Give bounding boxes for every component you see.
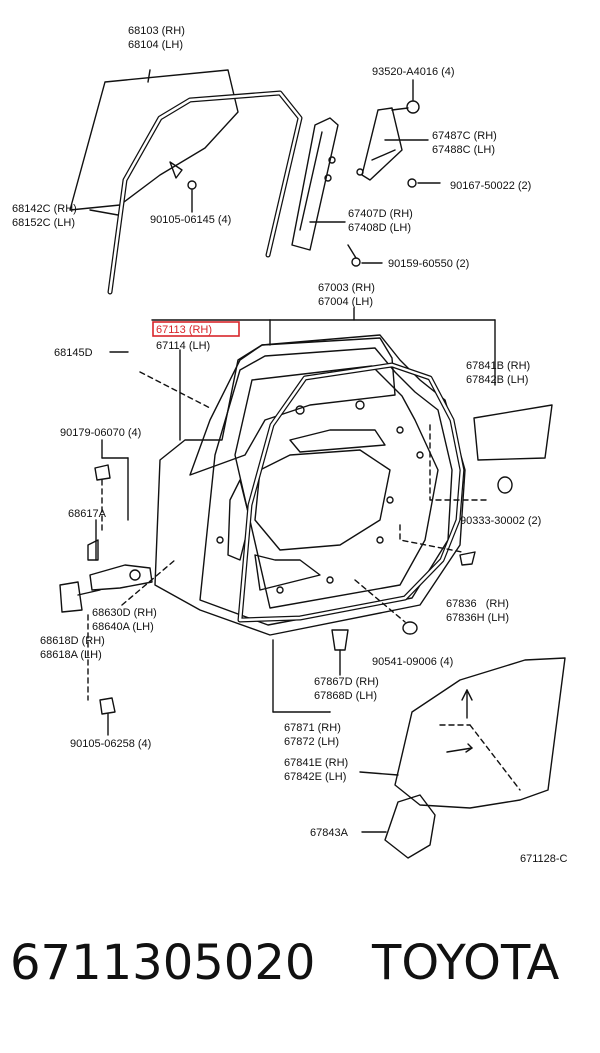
label-bolt-60550: 90159-60550 (2) bbox=[388, 258, 469, 270]
seal-sheet bbox=[394, 657, 566, 809]
label-window-glass-lh: 68104 (LH) bbox=[128, 39, 183, 51]
parts-diagram: 68103 (RH) 68104 (LH) 68142C (RH) 68152C… bbox=[12, 25, 568, 865]
highlight-box bbox=[152, 321, 240, 337]
label-bolt-06145: 90105-06145 (4) bbox=[150, 214, 231, 226]
label-frame-lh: 67114 (LH) bbox=[156, 340, 210, 352]
label-bolt-06258: 90105-06258 (4) bbox=[70, 738, 151, 750]
cover-panel bbox=[473, 404, 553, 461]
label-door-panel-rh: 67003 (RH) bbox=[318, 282, 375, 294]
label-bolt-50022: 90167-50022 (2) bbox=[450, 180, 531, 192]
seal-plug bbox=[384, 794, 436, 859]
run-channel bbox=[107, 90, 303, 295]
hinge-lower bbox=[59, 581, 83, 613]
label-seal-841e-lh: 67842E (LH) bbox=[284, 771, 346, 783]
label-screw-a4016: 93520-A4016 (4) bbox=[372, 66, 455, 78]
part-number: 6711305020 bbox=[10, 935, 316, 991]
label-seal-841e-rh: 67841E (RH) bbox=[284, 757, 348, 769]
label-clip-145d: 68145D bbox=[54, 347, 93, 359]
label-plug-30002: 90333-30002 (2) bbox=[460, 515, 541, 527]
label-grommet-836-rh: 67836 (RH) bbox=[446, 598, 509, 610]
label-sash-407-rh: 67407D (RH) bbox=[348, 208, 413, 220]
label-plug-843a: 67843A bbox=[310, 827, 349, 839]
label-plug-09006: 90541-09006 (4) bbox=[372, 656, 453, 668]
label-frame-rh: 67113 (RH) bbox=[156, 324, 212, 336]
door-frame bbox=[189, 337, 396, 476]
label-bolt-06070: 90179-06070 (4) bbox=[60, 427, 141, 439]
label-hinge-618-rh: 68618D (RH) bbox=[40, 635, 105, 647]
label-cover-841b-rh: 67841B (RH) bbox=[466, 360, 530, 372]
label-weatherstrip-rh: 67871 (RH) bbox=[284, 722, 341, 734]
label-run-channel-lh: 68152C (LH) bbox=[12, 217, 75, 229]
sash-rear bbox=[361, 107, 403, 181]
label-sash-407-lh: 67408D (LH) bbox=[348, 222, 411, 234]
label-hinge-630-rh: 68630D (RH) bbox=[92, 607, 157, 619]
label-door-panel-lh: 67004 (LH) bbox=[318, 296, 373, 308]
label-diagram-code: 671128-C bbox=[520, 853, 568, 865]
label-clip-867-lh: 67868D (LH) bbox=[314, 690, 377, 702]
label-clip-867-rh: 67867D (RH) bbox=[314, 676, 379, 688]
hinge-upper bbox=[89, 564, 153, 591]
sash-front bbox=[291, 117, 339, 251]
label-hinge-630-lh: 68640A (LH) bbox=[92, 621, 154, 633]
brand-name: TOYOTA bbox=[372, 935, 560, 991]
label-sash-487-lh: 67488C (LH) bbox=[432, 144, 495, 156]
window-glass bbox=[69, 69, 239, 211]
label-run-channel-rh: 68142C (RH) bbox=[12, 203, 77, 215]
label-grommet-836-lh: 67836H (LH) bbox=[446, 612, 509, 624]
label-cover-841b-lh: 67842B (LH) bbox=[466, 374, 528, 386]
label-weatherstrip-lh: 67872 (LH) bbox=[284, 736, 339, 748]
label-sash-487-rh: 67487C (RH) bbox=[432, 130, 497, 142]
label-hinge-618-lh: 68618A (LH) bbox=[40, 649, 102, 661]
label-window-glass-rh: 68103 (RH) bbox=[128, 25, 185, 37]
label-hinge-pin: 68617A bbox=[68, 508, 107, 520]
